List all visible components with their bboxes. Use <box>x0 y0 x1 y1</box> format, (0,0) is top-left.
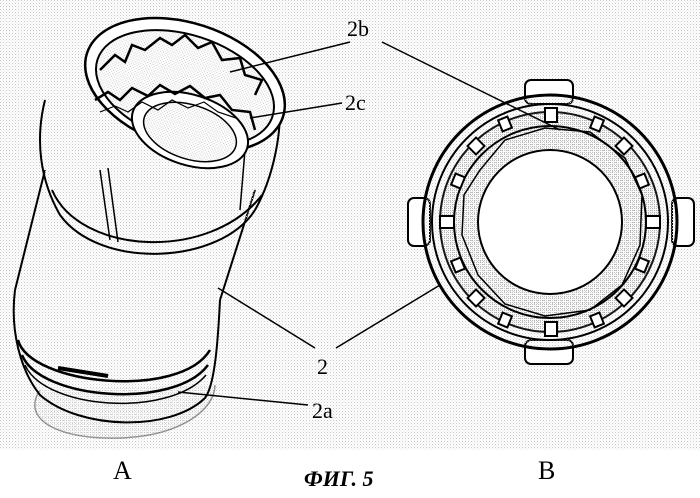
view-label-b: B <box>538 458 555 484</box>
figure-caption: ФИГ. 5 <box>304 468 373 490</box>
ref-2c: 2c <box>345 92 366 114</box>
ref-2a: 2a <box>312 400 333 422</box>
ref-2b: 2b <box>347 18 369 40</box>
view-label-a: A <box>113 458 132 484</box>
ref-2: 2 <box>317 356 328 378</box>
